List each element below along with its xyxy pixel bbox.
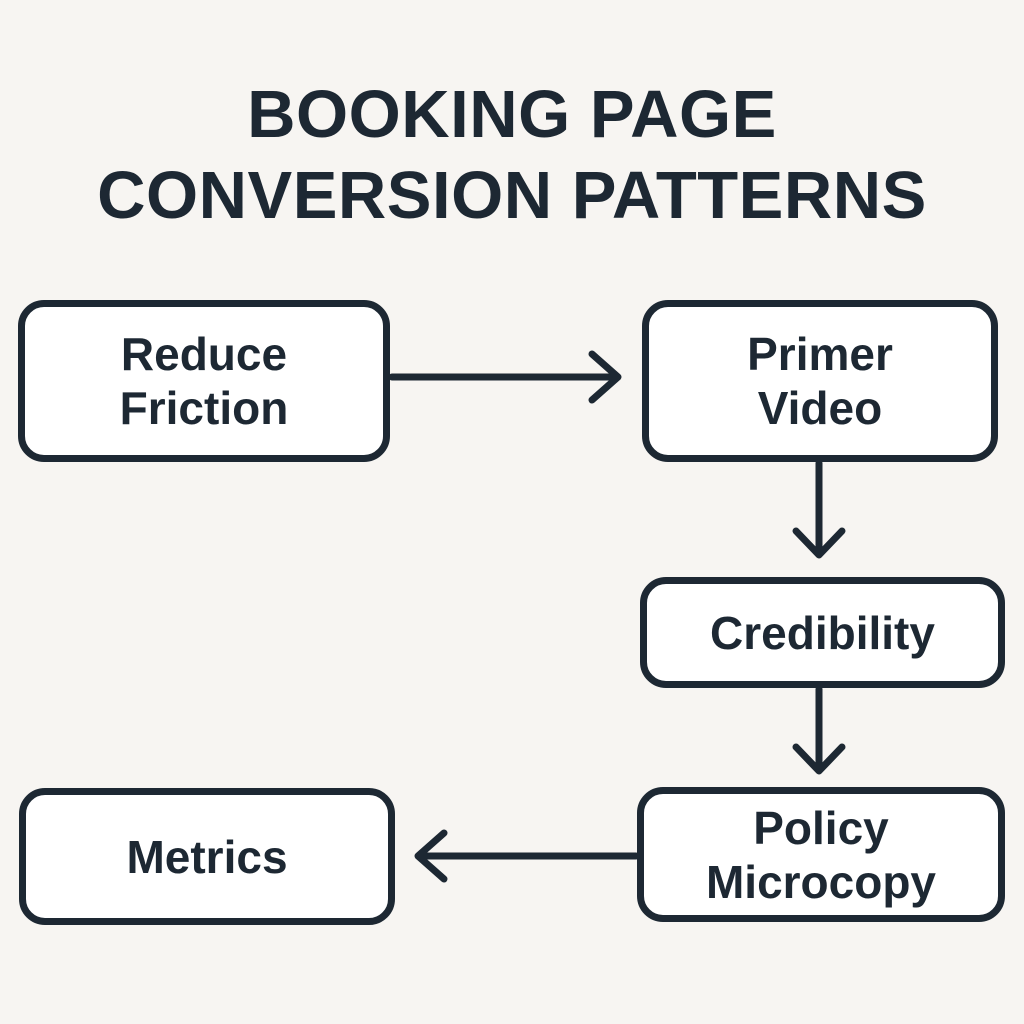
arrow-credibility-to-policy-microcopy xyxy=(792,685,846,775)
node-policy-microcopy: Policy Microcopy xyxy=(637,787,1005,922)
node-primer-video-label-line-2: Video xyxy=(757,382,883,434)
node-credibility-label-line-1: Credibility xyxy=(710,606,935,659)
node-metrics-label-line-1: Metrics xyxy=(126,830,288,883)
node-metrics: Metrics xyxy=(19,788,395,925)
node-policy-microcopy-label-line-1: Policy xyxy=(753,801,889,854)
page-title-line-1: BOOKING PAGE xyxy=(247,77,777,152)
node-policy-microcopy-label-line-2: Microcopy xyxy=(705,855,937,908)
arrow-primer-video-to-credibility xyxy=(792,459,846,559)
node-credibility: Credibility xyxy=(640,577,1005,688)
page-title-line-2: CONVERSION PATTERNS xyxy=(97,158,927,233)
node-primer-video: Primer Video xyxy=(642,300,998,462)
node-reduce-friction: Reduce Friction xyxy=(18,300,390,462)
arrow-reduce-friction-to-primer-video xyxy=(388,350,622,404)
node-reduce-friction-label-line-1: Reduce xyxy=(120,328,288,380)
page-title: BOOKING PAGE CONVERSION PATTERNS xyxy=(0,74,1024,236)
arrow-policy-microcopy-to-metrics xyxy=(414,829,640,883)
node-primer-video-label-line-1: Primer xyxy=(747,328,893,380)
node-reduce-friction-label-line-2: Friction xyxy=(119,382,289,434)
